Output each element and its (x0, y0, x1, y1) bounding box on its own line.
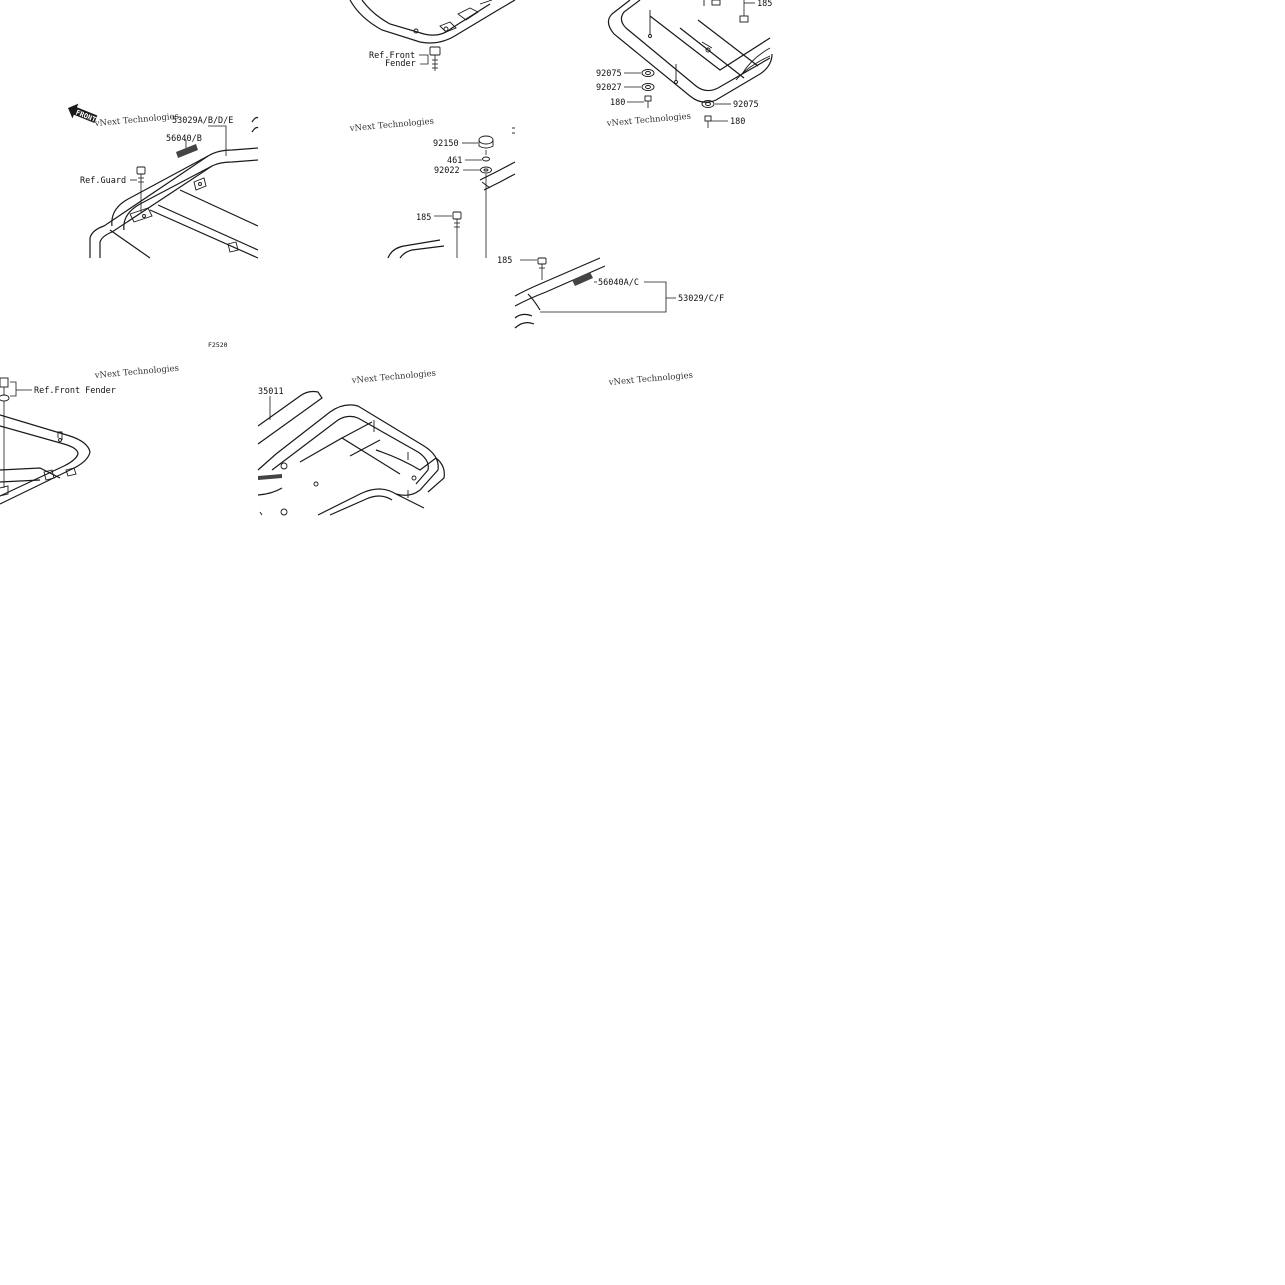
sticker-56040-ac (572, 272, 597, 286)
watermark-text: vNext Technologies (350, 369, 436, 386)
watermark-3: vNext Technologies (605, 112, 691, 129)
mount-stack-left (624, 69, 655, 108)
rack-top-right (607, 0, 773, 103)
watermark-text: vNext Technologies (605, 112, 691, 129)
figure-code: F2520 (208, 341, 228, 349)
bolt-185-mid (434, 211, 462, 258)
leader-53029-abde (208, 125, 227, 156)
callout-180-b: 180 (730, 117, 745, 127)
callout-180-a: 180 (610, 98, 625, 108)
callout-92075-b: 92075 (733, 100, 759, 110)
callout-53029-cf: 53029/C/F (678, 294, 724, 304)
watermark-6: vNext Technologies (607, 371, 693, 388)
watermark-text: vNext Technologies (348, 117, 434, 134)
watermark-1: vNext Technologies (93, 112, 179, 129)
callout-35011: 35011 (258, 387, 284, 397)
callout-56040-ac: 56040A/C (598, 278, 639, 288)
callout-53029-abde: 53029A/B/D/E (172, 116, 233, 126)
callout-92150: 92150 (433, 139, 459, 149)
bolt-ref-front-fender-top (419, 46, 441, 71)
rack-top-middle (349, 0, 516, 44)
callout-92022: 92022 (434, 166, 460, 176)
rack-bottom-middle (257, 390, 445, 516)
knob-stack (462, 135, 494, 258)
front-badge: FRONT (68, 103, 98, 124)
callout-185-mid: 185 (416, 213, 431, 223)
rack-middle-center (387, 127, 516, 259)
watermark-text: vNext Technologies (93, 364, 179, 381)
watermark-4: vNext Technologies (93, 364, 179, 381)
watermark-text: vNext Technologies (607, 371, 693, 388)
watermark-5: vNext Technologies (350, 369, 436, 386)
callout-461: 461 (447, 156, 462, 166)
callout-56040-b: 56040/B (166, 134, 202, 144)
callout-ref-front-fender-top-1: Ref.Front (369, 51, 415, 61)
callout-ref-front-fender-top-2: Fender (385, 59, 416, 69)
rack-middle-right (514, 257, 606, 329)
bolt-ref-guard (130, 166, 146, 212)
rack-middle-left (89, 116, 259, 259)
callout-92075-a: 92075 (596, 69, 622, 79)
mount-stack-right (701, 100, 731, 128)
sticker-56040-b (176, 140, 198, 158)
bolt-ref-front-fender-bottom (0, 377, 32, 488)
bolt-185-lower (520, 257, 547, 280)
callout-ref-front-fender-bottom: Ref.Front Fender (34, 386, 116, 396)
callout-ref-guard: Ref.Guard (80, 176, 126, 186)
callout-92027: 92027 (596, 83, 622, 93)
rack-bottom-left (0, 414, 91, 505)
callout-185-lower: 185 (497, 256, 512, 266)
front-badge-text: FRONT (74, 109, 97, 124)
callout-185-top-right: 185 (757, 0, 772, 9)
leader-53029-cf (540, 281, 676, 313)
watermark-2: vNext Technologies (348, 117, 434, 134)
watermark-text: vNext Technologies (93, 112, 179, 129)
